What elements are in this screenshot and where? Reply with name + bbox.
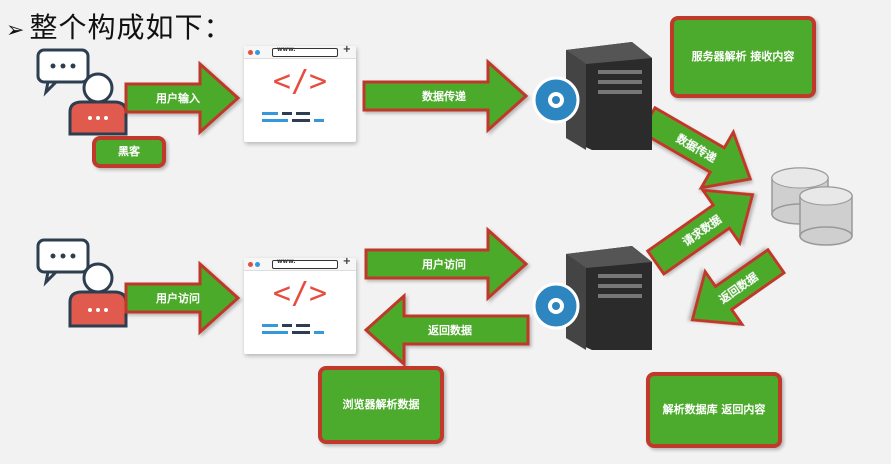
arrow-data-transfer-db: 数据传递 [638, 105, 753, 190]
browser-toolbar: www. + [244, 256, 356, 271]
title-text: 整个构成如下： [29, 11, 233, 44]
user-person-icon [36, 238, 128, 328]
code-icon: </> [272, 276, 328, 311]
arrow-user-access: 用户访问 [124, 260, 241, 336]
gear-icon-bottom [532, 282, 580, 330]
server-icon-bottom [566, 246, 652, 350]
arrow-user-input: 用户输入 [124, 60, 241, 136]
arrow-return-data: 返回数据 [363, 292, 530, 368]
plus-icon: + [342, 44, 351, 55]
hacker-label: 黑客 [92, 136, 166, 168]
browser-parse-callout: 浏览器解析数据 [318, 366, 444, 444]
browser-window-bottom: www. + </> [244, 256, 356, 354]
code-lines-icon [262, 320, 324, 338]
url-text: www. [277, 258, 296, 265]
gear-icon-top [532, 76, 580, 124]
arrow-user-access-server: 用户访问 [364, 226, 529, 302]
arrow-user-access-label: 用户访问 [156, 291, 200, 305]
code-lines-icon [262, 108, 324, 126]
browser-toolbar: www. + [244, 44, 356, 59]
arrow-user-input-label: 用户输入 [156, 91, 200, 105]
url-text: www. [277, 46, 296, 53]
server-icon-top [566, 42, 652, 150]
arrow-data-transfer: 数据传递 [362, 58, 529, 134]
plus-icon: + [342, 256, 351, 267]
arrow-return-data-label: 返回数据 [428, 323, 472, 337]
arrow-user-access-server-label: 用户访问 [422, 257, 466, 271]
url-box: www. [272, 46, 338, 57]
bullet-icon: ➢ [6, 18, 26, 43]
minimize-dot-icon [255, 262, 260, 267]
server-parse-callout: 服务器解析 接收内容 [670, 16, 816, 98]
close-dot-icon [248, 50, 253, 55]
database-icon [771, 167, 853, 246]
hacker-person-icon [36, 48, 128, 136]
minimize-dot-icon [255, 50, 260, 55]
arrow-data-transfer-label: 数据传递 [422, 89, 466, 103]
code-icon: </> [272, 64, 328, 99]
url-box: www. [272, 258, 338, 269]
close-dot-icon [248, 262, 253, 267]
browser-window-top: www. + </> [244, 44, 356, 142]
page-title: ➢整个构成如下： [6, 6, 232, 46]
db-parse-callout: 解析数据库 返回内容 [646, 372, 782, 448]
